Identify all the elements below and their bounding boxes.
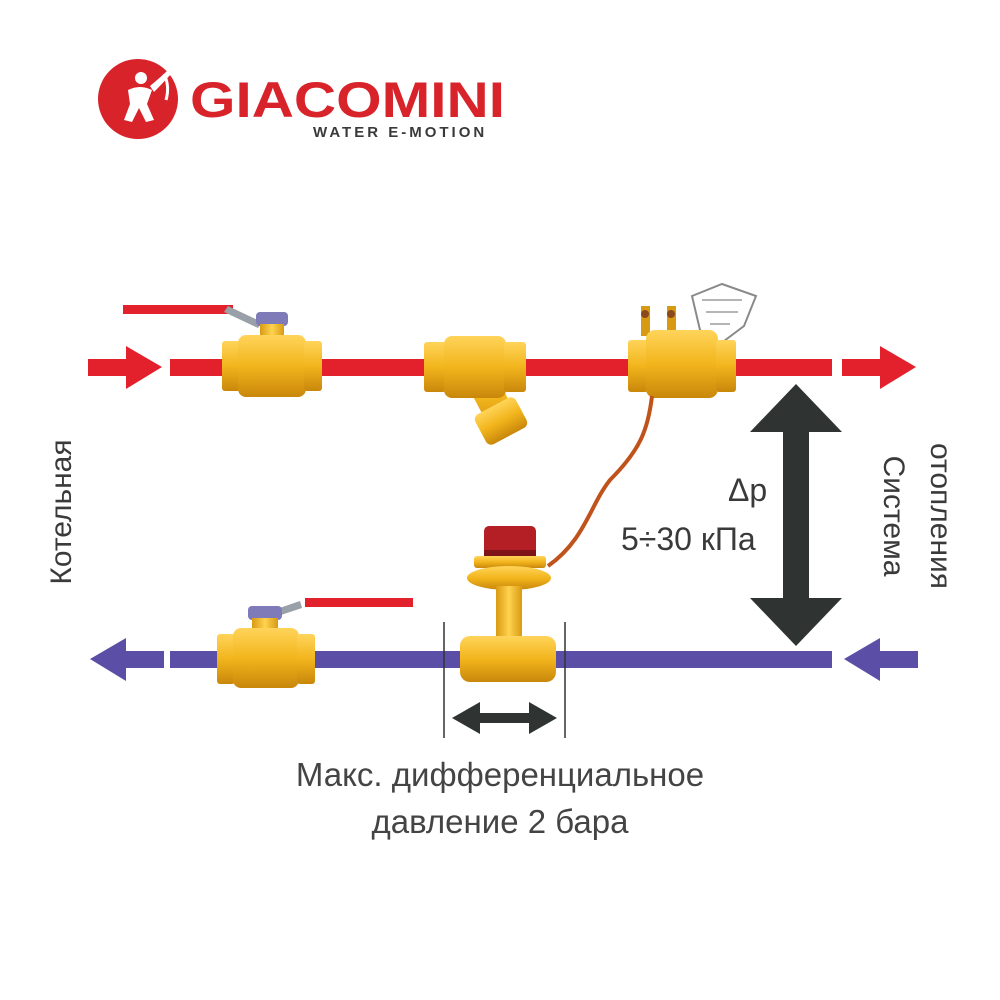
logo-figure-icon <box>124 70 171 122</box>
y-strainer-icon <box>424 336 528 445</box>
boiler-room-label: Котельная <box>45 439 78 585</box>
heating-system-label-line2: отопления <box>924 442 957 590</box>
caption-line2: давление 2 бара <box>371 803 629 840</box>
logo-brand-text: GIACOMINI <box>190 72 505 128</box>
differential-pressure-regulator-icon <box>460 526 556 682</box>
balancing-valve-icon <box>628 282 758 398</box>
dp-symbol-label: Δp <box>728 472 768 508</box>
supply-outlet-arrow-icon <box>880 346 916 389</box>
dp-double-arrow-icon <box>750 384 842 646</box>
return-outlet-arrow-icon <box>90 638 126 681</box>
caption-line1: Макс. дифференциальное <box>295 756 705 793</box>
logo-tagline-text: WATER E-MOTION <box>313 124 487 141</box>
return-inlet-arrow-icon <box>844 638 880 681</box>
giacomini-logo: GIACOMINI WATER E-MOTION <box>98 59 505 141</box>
regulator-width-dimension <box>443 622 566 738</box>
supply-inlet-arrow-icon <box>126 346 162 389</box>
heating-system-label-line1: Система <box>877 455 910 577</box>
supply-ball-valve-icon <box>123 305 322 397</box>
capillary-tube <box>546 395 654 568</box>
dp-range-label: 5÷30 кПа <box>621 521 756 557</box>
return-ball-valve-icon <box>217 598 413 688</box>
